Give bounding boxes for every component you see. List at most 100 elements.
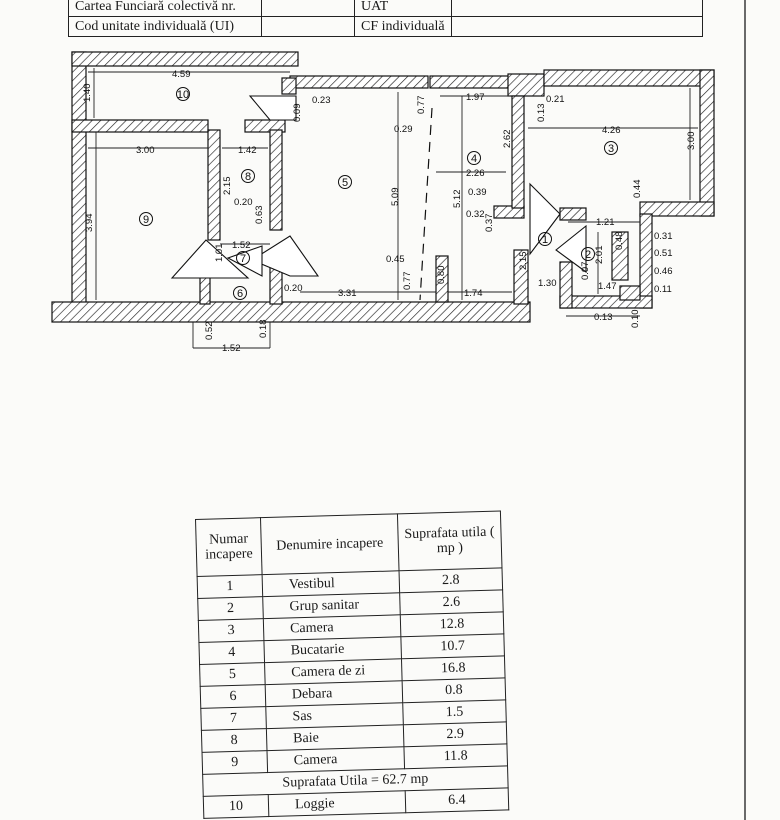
dim-label: 3.94: [84, 214, 95, 233]
header-value: [451, 16, 703, 37]
dim-label: 0.10: [630, 310, 641, 329]
room-number: 10: [177, 89, 189, 101]
dimension-labels: 4.59 1.40 0.23 0.09 0.77 1.97 0.13 0.21 …: [82, 69, 697, 354]
room-num: 10: [203, 794, 269, 819]
dashed-partition: [419, 107, 433, 301]
room-num: 9: [202, 750, 268, 775]
dim-label: 0.18: [258, 320, 269, 339]
room-markers: [139, 87, 618, 300]
dim-label: 0.45: [386, 254, 405, 265]
dim-label: 0.48: [614, 232, 625, 251]
dim-label: 0.09: [292, 104, 303, 123]
dim-label: 1.74: [464, 288, 483, 299]
header-value: [261, 16, 355, 37]
header-row: Cartea Funciară colectivă nr. UAT: [68, 0, 703, 17]
dim-label: 0.11: [654, 284, 672, 295]
dim-label: 1.42: [238, 145, 257, 156]
header-value: [451, 0, 703, 17]
dim-label: 0.29: [394, 124, 413, 135]
dim-label: 0.44: [632, 180, 643, 199]
room-number: 8: [245, 171, 251, 183]
header-value: [261, 0, 355, 17]
room-num: 4: [198, 640, 265, 665]
page-edge: [744, 0, 746, 820]
dim-label: 0.63: [254, 206, 265, 225]
room-area: 1.5: [402, 699, 507, 725]
dim-label: 1.52: [232, 240, 251, 251]
dim-label: 4.59: [172, 69, 191, 80]
dim-label: 3.00: [686, 132, 697, 151]
header-label: Cod unitate individuală (UI): [68, 16, 262, 37]
room-area: 11.8: [403, 743, 508, 769]
room-num: 3: [198, 618, 264, 643]
dim-label: 0.21: [546, 94, 565, 105]
dim-label: 2.15: [222, 177, 233, 196]
walls: [51, 51, 715, 323]
dim-label: 2.15: [518, 252, 529, 271]
room-number: 2: [585, 249, 591, 261]
room-number: 3: [608, 143, 614, 155]
dim-label: 5.12: [452, 190, 463, 209]
dim-label: 0.07: [580, 262, 591, 281]
dim-label: 0.37: [484, 214, 495, 233]
floor-plan: 4.59 1.40 0.23 0.09 0.77 1.97 0.13 0.21 …: [51, 51, 715, 354]
dim-label: 0.31: [654, 231, 673, 242]
dim-label: 1.30: [538, 278, 557, 289]
dim-label: 3.31: [338, 288, 357, 299]
room-num: 1: [197, 574, 263, 599]
room-area: 16.8: [401, 655, 506, 681]
room-number: 7: [240, 253, 246, 265]
dim-label: 0.20: [234, 197, 253, 208]
dim-label: 5.09: [390, 188, 401, 207]
dim-label: 0.39: [468, 187, 487, 198]
room-numbers: 1 2 3 4 5 6 7 8 9 10: [143, 89, 614, 300]
room-area: 0.8: [402, 677, 506, 703]
room-number: 9: [143, 214, 149, 226]
doors: [170, 95, 587, 279]
col-header-name: Denumire incapere: [260, 513, 400, 575]
dim-label: 0.52: [204, 322, 215, 341]
room-num: 2: [197, 596, 264, 621]
room-area: 6.4: [405, 787, 509, 813]
room-name: Loggie: [268, 790, 406, 817]
room-num: 6: [200, 684, 266, 709]
table-header: Numar incapere Denumire incapere Suprafa…: [195, 510, 502, 577]
dim-label: 1.97: [466, 92, 485, 103]
room-area: 10.7: [400, 633, 505, 659]
dim-label: 3.00: [136, 145, 155, 156]
room-num: 8: [201, 728, 267, 753]
room-num: 5: [199, 662, 266, 687]
dim-label: 0.77: [402, 272, 413, 291]
dim-label: 0.32: [466, 209, 485, 220]
dim-label: 0.13: [594, 312, 613, 323]
dim-label: 1.01: [214, 244, 225, 263]
header-label: Cartea Funciară colectivă nr.: [68, 0, 262, 17]
col-header-area: Suprafata utila ( mp ): [397, 510, 502, 571]
dim-label: 1.52: [222, 343, 241, 354]
room-number: 5: [342, 177, 348, 189]
dim-label: 0.13: [536, 104, 547, 123]
dim-label: 0.23: [312, 95, 331, 106]
dimension-lines: [88, 68, 698, 349]
cadastral-header-table: Cartea Funciară colectivă nr. UAT Cod un…: [68, 0, 703, 37]
room-area-table: Numar incapere Denumire incapere Suprafa…: [195, 510, 509, 819]
room-number: 4: [471, 153, 477, 165]
room-num: 7: [200, 706, 267, 731]
dim-label: 1.21: [596, 217, 615, 228]
room-area: 2.6: [399, 589, 504, 615]
dim-label: 1.47: [598, 281, 617, 292]
dim-label: 0.51: [654, 248, 673, 259]
room-number: 1: [542, 234, 548, 246]
dim-label: 0.20: [284, 283, 303, 294]
dim-label: 0.77: [416, 96, 427, 115]
dim-label: 4.26: [602, 125, 621, 136]
header-label: CF individuală: [354, 16, 452, 37]
room-area: 12.8: [400, 611, 504, 637]
dim-label: 2.26: [466, 168, 485, 179]
dim-label: 2.62: [502, 130, 513, 149]
col-header-number: Numar incapere: [195, 517, 263, 577]
room-area: 2.8: [399, 567, 503, 593]
dim-label: 0.46: [654, 266, 673, 277]
dim-label: 0.80: [436, 266, 447, 285]
room-area: 2.9: [403, 721, 507, 747]
